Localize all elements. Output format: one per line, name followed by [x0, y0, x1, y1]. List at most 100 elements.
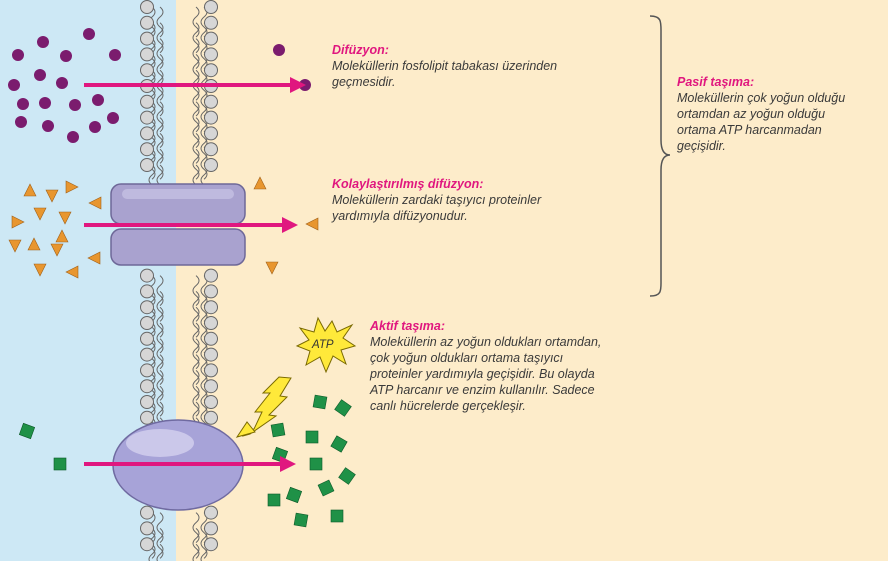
molecule-circle — [15, 116, 27, 128]
lipid-tail — [156, 6, 164, 38]
lipid-head — [204, 410, 218, 425]
molecule-square — [285, 486, 303, 504]
lipid-head — [140, 0, 154, 14]
lipid-head — [204, 363, 218, 378]
molecule-square — [312, 394, 328, 410]
lipid-tail — [192, 148, 200, 180]
molecule-square — [317, 479, 335, 497]
molecule-square — [309, 457, 323, 471]
lipid-head — [140, 15, 154, 30]
molecule-triangle — [58, 211, 72, 225]
inside-region — [176, 0, 888, 561]
lipid-head — [204, 31, 218, 46]
lipid-tail — [192, 6, 200, 38]
lipid-tail — [192, 512, 200, 543]
active-transport-body: Moleküllerin az yoğun oldukları ortamdan… — [370, 335, 602, 413]
lipid-tail — [156, 117, 164, 148]
lipid-tail — [156, 543, 164, 561]
lipid-head — [204, 505, 218, 520]
lipid-head — [140, 142, 154, 157]
lipid-tail — [192, 370, 200, 401]
lipid-head — [140, 94, 154, 109]
lipid-tail — [192, 354, 200, 385]
molecule-triangle — [55, 229, 69, 243]
molecule-circle — [17, 98, 29, 110]
lipid-tail — [156, 85, 164, 117]
lipid-tail — [192, 101, 200, 133]
atp-burst — [295, 316, 357, 374]
lipid-head — [204, 0, 218, 14]
lipid-head — [140, 284, 154, 299]
molecule-circle — [42, 120, 54, 132]
lipid-tail — [156, 528, 164, 559]
molecule-circle — [89, 121, 101, 133]
lipid-head — [204, 300, 218, 315]
molecules — [8, 28, 356, 528]
lipid-tail — [156, 148, 164, 180]
molecule-circle — [109, 49, 121, 61]
atp-label: ATP — [312, 339, 334, 351]
molecule-triangle — [23, 183, 37, 197]
lipid-head — [204, 47, 218, 62]
lipid-tail — [192, 54, 200, 85]
passive-transport-brace — [649, 15, 671, 297]
passive-transport-title: Pasif taşıma: — [677, 75, 755, 89]
lipid-tail — [156, 275, 164, 306]
lipid-tail — [192, 338, 200, 370]
molecule-triangle — [27, 237, 41, 251]
lipid-tail — [156, 512, 164, 543]
molecule-triangle — [65, 180, 79, 194]
lipid-head — [140, 379, 154, 394]
molecule-square — [338, 467, 356, 485]
lipid-tail — [192, 85, 200, 117]
lipid-tail — [156, 101, 164, 133]
facilitated-diffusion-arrow — [84, 217, 298, 233]
diffusion-arrow — [84, 77, 306, 93]
lipid-tail — [192, 543, 200, 561]
molecule-circle — [34, 69, 46, 81]
passive-transport-body: Moleküllerin çok yoğun olduğu ortamdan a… — [677, 91, 846, 153]
active-transport-description: Aktif taşıma: Moleküllerin az yoğun oldu… — [370, 318, 670, 414]
diffusion-body: Moleküllerin fosfolipit tabakası üzerind… — [332, 59, 558, 89]
lipid-tail — [192, 133, 200, 164]
lipid-head — [140, 63, 154, 78]
lipid-head — [140, 268, 154, 283]
molecule-square — [293, 512, 309, 528]
molecule-triangle — [65, 265, 79, 279]
lipid-head — [140, 410, 154, 425]
lipid-head — [204, 63, 218, 78]
lipid-tail — [192, 291, 200, 322]
lipid-head — [204, 15, 218, 30]
molecule-square — [330, 509, 344, 523]
lipid-tail — [156, 133, 164, 164]
facilitated-diffusion-description: Kolaylaştırılmış difüzyon: Moleküllerin … — [332, 176, 622, 224]
molecule-circle — [39, 97, 51, 109]
passive-transport-description: Pasif taşıma: Moleküllerin çok yoğun old… — [677, 74, 882, 154]
lipid-head — [140, 521, 154, 536]
molecule-circle — [37, 36, 49, 48]
active-transport-arrow — [84, 456, 296, 472]
active-transport-title: Aktif taşıma: — [370, 319, 446, 333]
lipid-tail — [192, 275, 200, 306]
molecule-circle — [83, 28, 95, 40]
facilitated-diffusion-title: Kolaylaştırılmış difüzyon: — [332, 177, 484, 191]
molecule-square — [334, 399, 352, 417]
molecule-square — [330, 435, 348, 453]
lipid-head — [140, 158, 154, 172]
lipid-tail — [192, 528, 200, 559]
lipid-head — [204, 331, 218, 346]
lipid-tail — [156, 22, 164, 54]
molecule-triangle — [265, 261, 279, 275]
lipid-tail — [192, 22, 200, 54]
lipid-head — [140, 363, 154, 378]
molecule-triangle — [45, 189, 59, 203]
lipid-tail — [156, 322, 164, 354]
lipid-tail — [192, 322, 200, 354]
molecule-triangle — [33, 207, 47, 221]
lipid-head — [204, 110, 218, 125]
lipid-tail — [148, 543, 156, 561]
lipid-head — [204, 395, 218, 409]
molecule-triangle — [88, 196, 102, 210]
lipid-tail — [156, 338, 164, 370]
